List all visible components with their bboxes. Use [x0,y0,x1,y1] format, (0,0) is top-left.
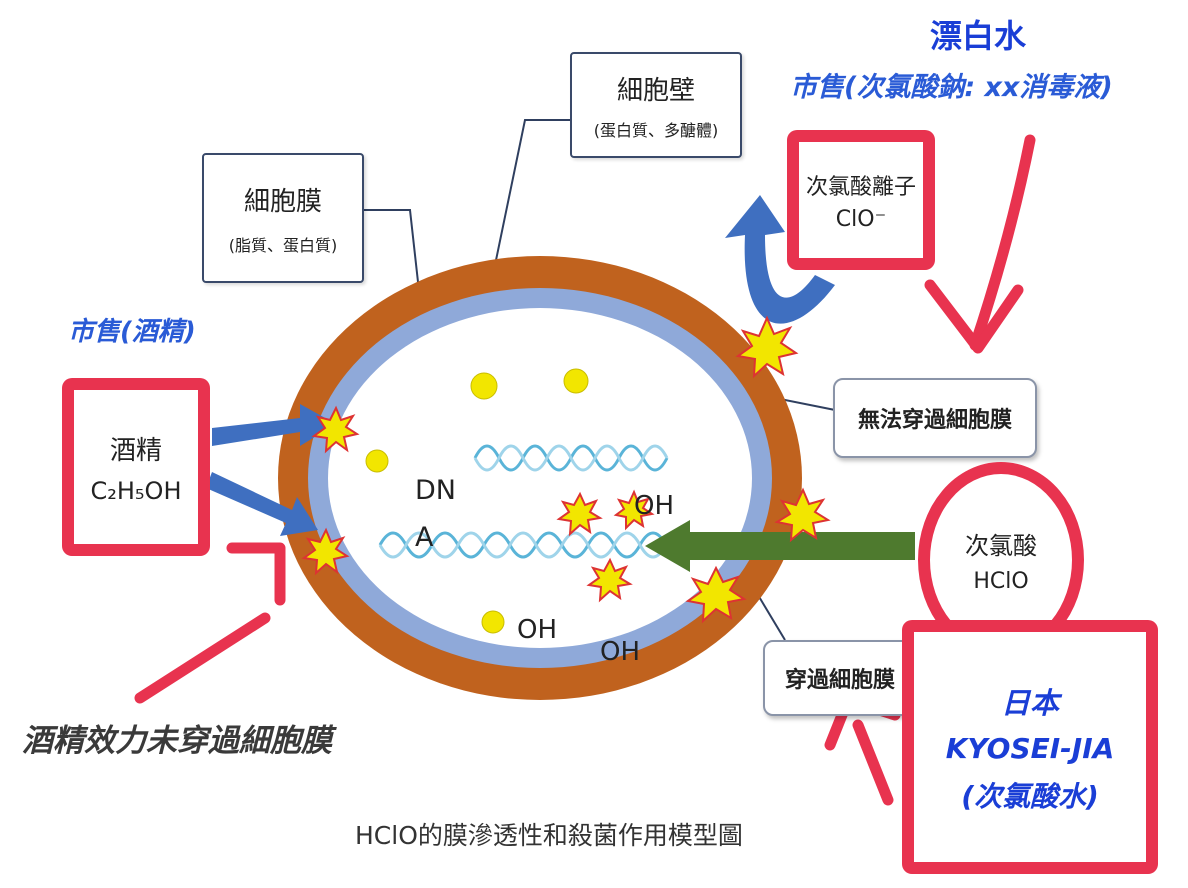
cell-membrane-label-box: 細胞膜 (脂質、蛋白質) [202,153,364,283]
cell-membrane-detail: (脂質、蛋白質) [228,235,338,255]
oh-label: OH [517,615,558,645]
burst-icons [301,315,831,624]
kyosei-line3: (次氯酸水) [961,779,1099,813]
dna-helix-icon [378,444,669,559]
dna-label-line2: A [415,522,434,553]
hypochlorite-ion-box: 次氯酸離子 ClO⁻ [787,130,935,270]
alcohol-caption: 酒精效力未穿過細胞膜 [22,723,332,759]
burst-icon [685,565,747,624]
hypochlorite-bounce-arrow [725,195,835,324]
hypochlorite-ion-formula: ClO⁻ [835,206,887,232]
burst-icon [556,491,603,537]
cytoplasm [328,308,752,648]
cell-wall-title: 細胞壁 [616,75,695,106]
alcohol-box: 酒精 C₂H₅OH [62,378,210,556]
burst-icon [586,557,633,603]
oh-label: OH [600,637,641,667]
burst-icon [311,405,360,454]
hclo-name: 次氯酸 [965,532,1037,560]
burst-icon [735,315,799,379]
alcohol-formula: C₂H₅OH [90,476,182,505]
hclo-formula: HClO [973,569,1029,594]
dna-label-line1: DN [415,475,456,506]
bleach-subtitle: 市售(次氯酸鈉: xx消毒液) [790,72,1113,103]
passes-callout: 穿過細胞膜 [763,640,917,716]
molecule-dots [365,368,589,634]
hypochlorite-ion-name: 次氯酸離子 [805,174,916,200]
cell-wall-label-box: 細胞壁 (蛋白質、多醣體) [570,52,742,158]
cell-wall-connector [494,119,570,266]
kyosei-box: 日本 KYOSEI-JIA (次氯酸水) [902,620,1158,874]
cell-membrane-title: 細胞膜 [243,186,322,217]
alcohol-name: 酒精 [109,435,162,466]
burst-icon [301,527,350,576]
kyosei-line1: 日本 [1000,685,1059,720]
cell-wall-detail: (蛋白質、多醣體) [593,120,719,140]
kyosei-line2: KYOSEI-JIA [945,731,1115,765]
burst-icon [774,487,831,543]
alcohol-arrows [206,404,336,536]
hclo-entry-arrow [645,520,915,572]
burst-icon [613,489,655,531]
bleach-title: 漂白水 [930,17,1027,55]
figure-caption: HClO的膜滲透性和殺菌作用模型圖 [355,821,743,850]
alcohol-heading: 市售(酒精) [68,317,196,347]
cannot-pass-callout: 無法穿過細胞膜 [833,378,1037,458]
oh-label: OH [634,491,675,521]
